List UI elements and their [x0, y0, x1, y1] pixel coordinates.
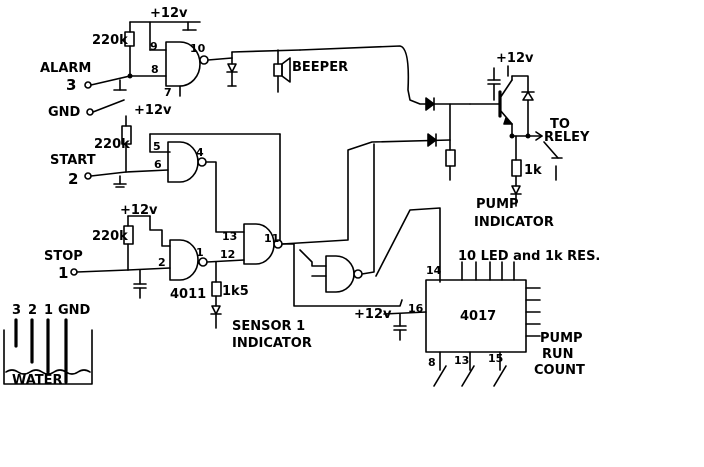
pin-1: 1 — [196, 246, 204, 259]
relay-driver: +12v TO RELEY — [425, 51, 590, 230]
latch-gate: 13 11 — [222, 133, 451, 307]
led-pump-indicator — [511, 185, 521, 195]
beeper-label: BEEPER — [292, 60, 348, 75]
to-relay-label-2: RELEY — [544, 130, 590, 145]
r1k-label: 1k — [524, 163, 542, 178]
nand-gate-stop — [169, 239, 199, 281]
pin-6: 6 — [154, 158, 162, 171]
nand-gate-alarm — [165, 41, 201, 87]
pin-10: 10 — [190, 42, 206, 55]
to-relay-label-1: TO — [550, 117, 570, 132]
sensor-indicator-label-1: SENSOR 1 — [232, 319, 305, 334]
pin-13: 13 — [222, 230, 237, 243]
pump-indicator-label-1: PUMP — [476, 197, 519, 212]
pin-8-counter: 8 — [428, 356, 436, 369]
gate-bubble — [198, 257, 208, 267]
probe-3-label: 3 — [12, 303, 21, 318]
pin-12: 12 — [220, 248, 235, 261]
sensor-indicator-label-2: INDICATOR — [232, 336, 312, 351]
start-label: START — [50, 153, 96, 168]
tank-outline — [3, 329, 93, 385]
pin-7: 7 — [164, 86, 172, 99]
resistor-base — [445, 149, 456, 167]
supply-label-start: +12v — [134, 103, 172, 118]
pin-5: 5 — [153, 140, 161, 153]
pin-2: 2 — [158, 256, 166, 269]
start-section: +12v 220k 5 6 4 START 2 — [50, 103, 281, 233]
driver-gate — [299, 143, 441, 293]
water-tank: 3 2 1 GND WATER — [3, 303, 93, 388]
alarm-input-number: 3 — [66, 76, 76, 94]
stop-terminal[interactable] — [70, 268, 78, 276]
probe-2-label: 2 — [28, 303, 37, 318]
resistor-1k5 — [211, 281, 222, 297]
supply-label-top: +12v — [150, 6, 188, 21]
r220k-label-alarm: 220k — [92, 33, 128, 48]
r220k-label-start: 220k — [94, 137, 130, 152]
pin-15: 15 — [488, 352, 503, 365]
alarm-section: +12v 220k 9 8 10 7 BEEPER — [40, 6, 471, 120]
chip-4017-label: 4017 — [460, 309, 496, 324]
pump-indicator-label-2: INDICATOR — [474, 215, 554, 230]
stop-input-number: 1 — [58, 264, 68, 282]
gnd-terminal[interactable] — [86, 108, 94, 116]
start-input-number: 2 — [68, 170, 78, 188]
resistor-1k — [511, 159, 522, 177]
alarm-terminal[interactable] — [84, 81, 92, 89]
supply-label-stop: +12v — [120, 203, 158, 218]
gate-bubble — [197, 157, 207, 167]
nand-gate-start — [167, 141, 199, 183]
gate-bubble — [353, 269, 363, 279]
pump-run-label-3: COUNT — [534, 363, 585, 378]
led-sensor-indicator — [211, 305, 221, 315]
pin-11: 11 — [264, 232, 279, 245]
supply-label-counter: +12v — [354, 307, 392, 322]
alarm-label: ALARM — [40, 61, 91, 76]
counter-section: 4017 14 16 +12v 10 LED and 1k RES. 8 13 … — [354, 249, 600, 387]
pin-14: 14 — [426, 264, 442, 277]
probe-gnd-label: GND — [58, 303, 91, 318]
led-note-label: 10 LED and 1k RES. — [458, 249, 600, 264]
pin-4: 4 — [196, 146, 204, 159]
supply-label-relay: +12v — [496, 51, 534, 66]
probe-1-label: 1 — [44, 303, 53, 318]
pump-run-label-2: RUN — [542, 347, 573, 362]
water-label: WATER — [12, 373, 63, 388]
chip-4011-label: 4011 — [170, 287, 206, 302]
gate-bubble — [199, 55, 209, 65]
pin-13-counter: 13 — [454, 354, 469, 367]
gnd-label: GND — [48, 105, 81, 120]
beeper — [273, 63, 283, 77]
stop-label: STOP — [44, 249, 83, 264]
r220k-label-stop: 220k — [92, 229, 128, 244]
pin-8: 8 — [151, 63, 159, 76]
pump-run-label-1: PUMP — [540, 331, 583, 346]
led-beep-indicator — [227, 63, 237, 73]
start-terminal[interactable] — [84, 172, 92, 180]
stop-section: +12v 220k 2 1 4011 12 1k5 SENSOR 1 INDIC… — [44, 203, 312, 351]
nand-gate-driver — [325, 255, 355, 293]
r1k5-label: 1k5 — [222, 284, 249, 299]
pin-9: 9 — [150, 40, 158, 53]
